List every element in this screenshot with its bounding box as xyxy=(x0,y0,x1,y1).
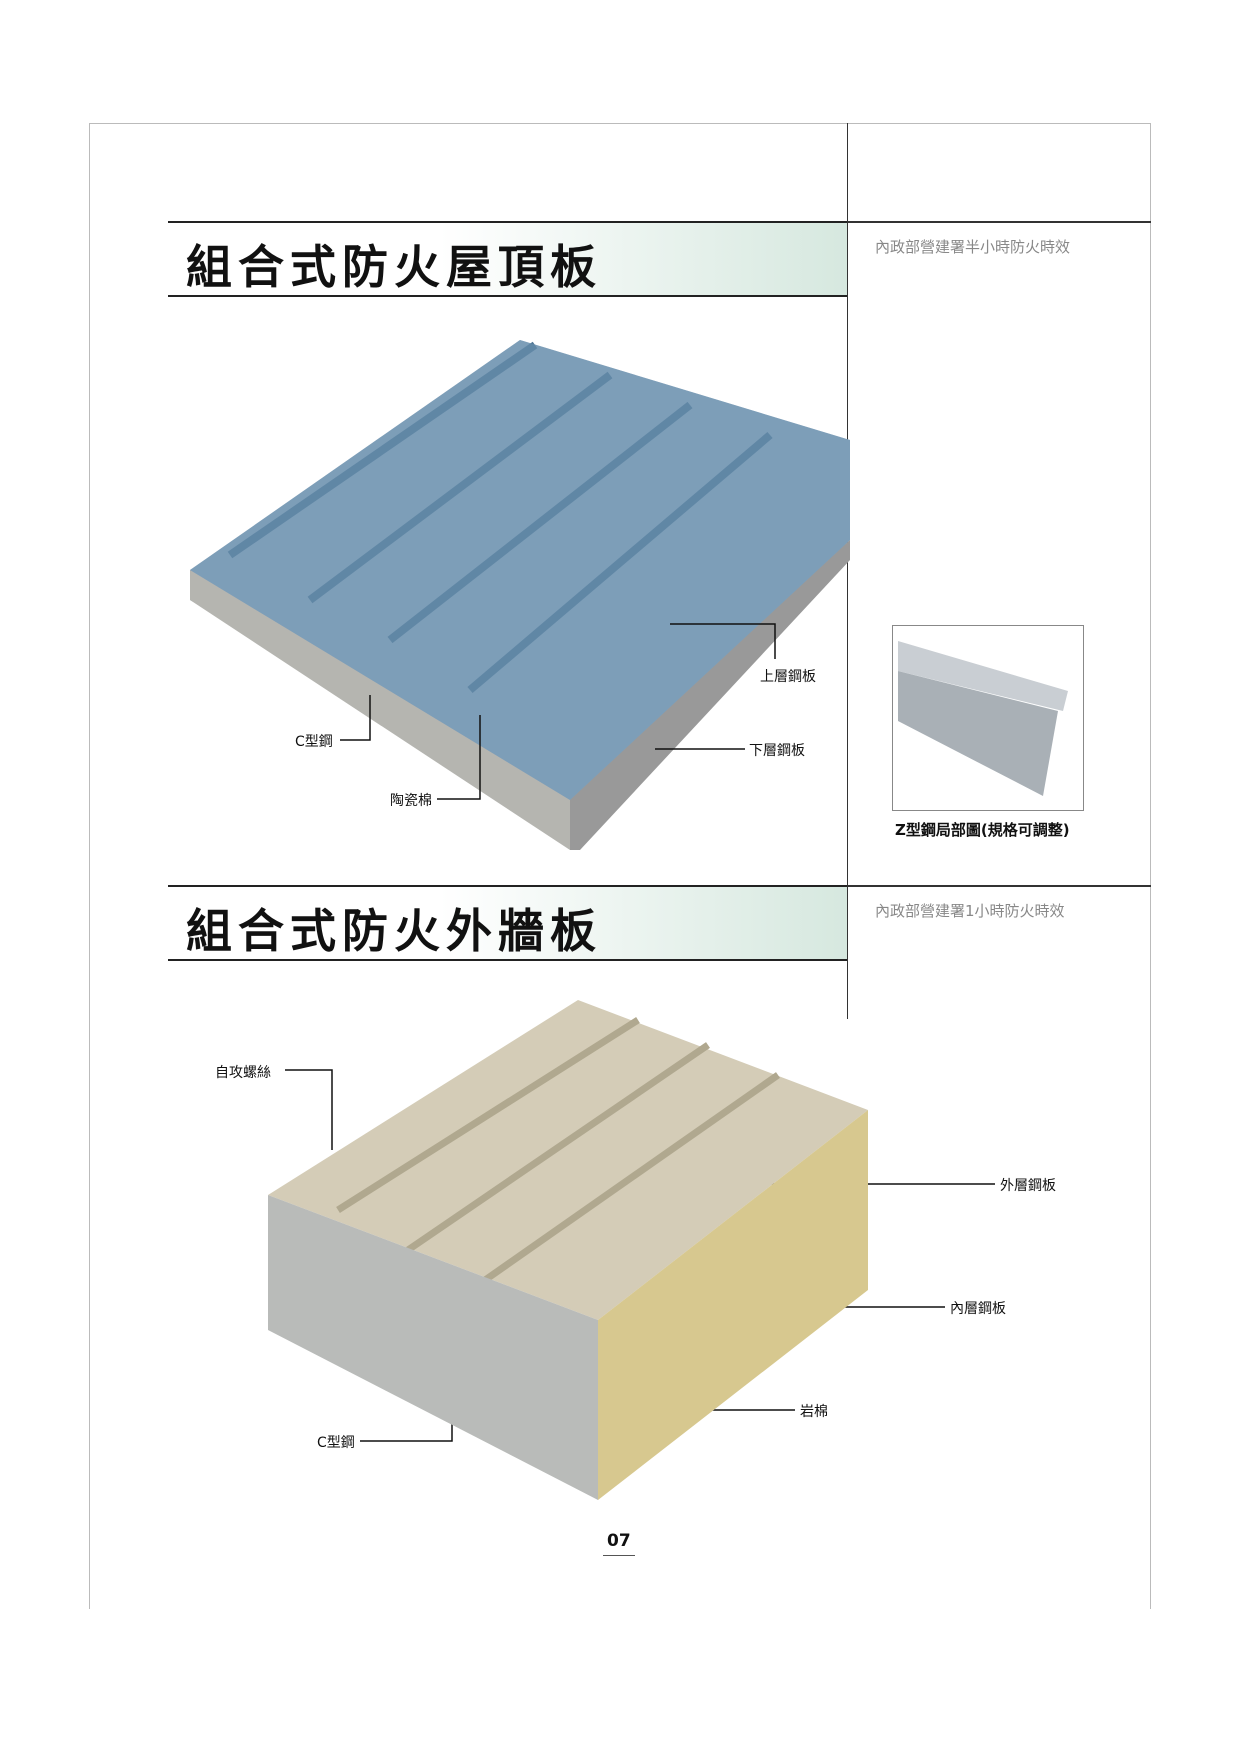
label-inner-steel: 內層鋼板 xyxy=(950,1301,1006,1317)
section-title: 組合式防火屋頂板 xyxy=(186,240,602,294)
label-outer-steel: 外層鋼板 xyxy=(1000,1178,1056,1194)
z-steel-caption: Z型鋼局部圖(規格可調整) xyxy=(895,821,1070,839)
certification-note: 內政部營建署半小時防火時效 xyxy=(875,238,1071,256)
roof-panel-photo xyxy=(190,340,850,850)
label-ceramic-wool: 陶瓷棉 xyxy=(390,793,432,809)
certification-note: 內政部營建署1小時防火時效 xyxy=(875,902,1065,920)
right-rule-2 xyxy=(847,885,1151,887)
label-lower-steel: 下層鋼板 xyxy=(749,743,805,759)
right-rule-1 xyxy=(847,221,1151,223)
wall-panel-photo xyxy=(268,1000,868,1500)
page-number: 07 xyxy=(603,1531,635,1556)
section-title: 組合式防火外牆板 xyxy=(186,904,602,958)
title-band-roof: 組合式防火屋頂板 xyxy=(168,221,847,297)
column-divider xyxy=(847,123,848,1019)
page-frame xyxy=(89,123,1151,1609)
label-c-steel: C型鋼 xyxy=(317,1435,355,1451)
label-rock-wool: 岩棉 xyxy=(800,1404,828,1420)
title-band-wall: 組合式防火外牆板 xyxy=(168,885,847,961)
label-c-steel: C型鋼 xyxy=(295,734,333,750)
label-screw: 自攻螺絲 xyxy=(215,1065,271,1081)
label-upper-steel: 上層鋼板 xyxy=(760,669,816,685)
z-steel-photo xyxy=(892,625,1084,811)
